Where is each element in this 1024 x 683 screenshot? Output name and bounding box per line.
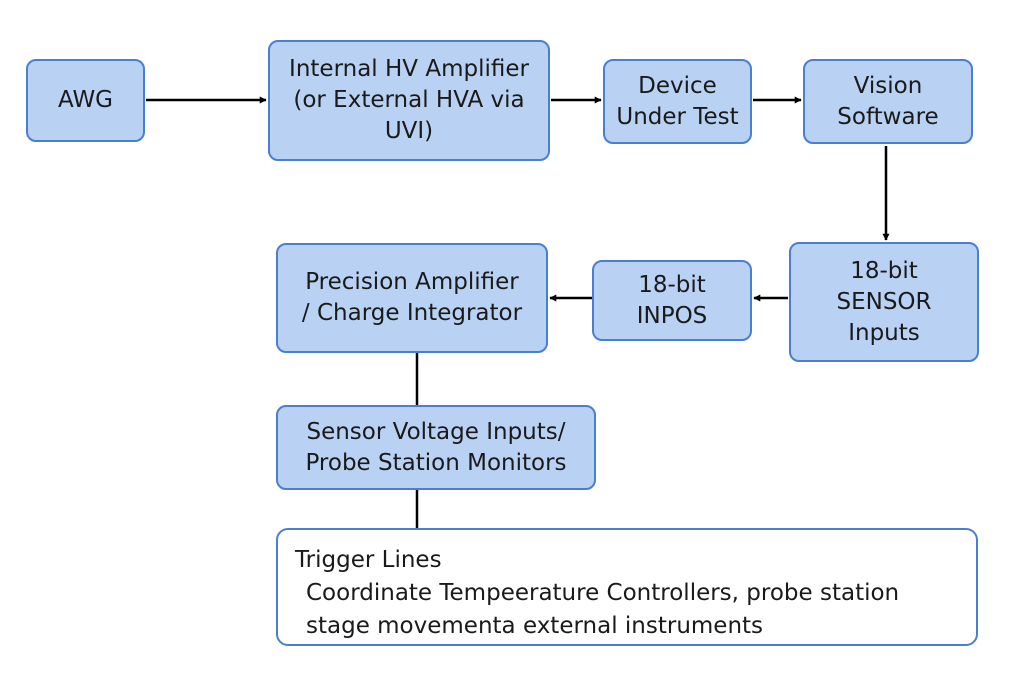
sensor-voltage-label-line-2: Probe Station Monitors — [305, 449, 567, 476]
trigger-lines-detail-line-2: stage movementa external instruments — [306, 613, 764, 639]
sensor-voltage-box: Sensor Voltage Inputs/ Probe Station Mon… — [276, 405, 596, 490]
awg-label: AWG — [57, 87, 114, 113]
device-under-test-label-line-2: Under Test — [616, 103, 739, 130]
vision-software-label-line-1: Vision — [853, 72, 923, 99]
sensor-inputs-box: 18-bit SENSOR Inputs — [789, 242, 979, 362]
vision-software-box: Vision Software — [803, 59, 973, 144]
awg-box: AWG — [26, 59, 145, 142]
sensor-inputs-label-line-2: SENSOR — [836, 288, 932, 315]
sensor-voltage-label-line-1: Sensor Voltage Inputs/ — [306, 418, 566, 445]
hv-amplifier-label-line-1: Internal HV Amplifier — [289, 56, 529, 82]
sensor-inputs-label-line-3: Inputs — [848, 319, 920, 346]
hv-amplifier-label-line-2: (or External HVA via — [293, 87, 525, 113]
device-under-test-label-line-1: Device — [638, 72, 717, 99]
inpos-box: 18-bit INPOS — [592, 260, 752, 341]
precision-amplifier-label-line-1: Precision Amplifier — [305, 269, 519, 295]
precision-amplifier-label-line-2: / Charge Integrator — [301, 300, 523, 326]
precision-amplifier-box: Precision Amplifier / Charge Integrator — [276, 243, 548, 353]
vision-software-label-line-2: Software — [837, 103, 939, 130]
trigger-lines-box: Trigger Lines Coordinate Tempeerature Co… — [276, 528, 978, 646]
trigger-lines-detail-line-1: Coordinate Tempeerature Controllers, pro… — [306, 580, 900, 606]
inpos-label-line-2: INPOS — [636, 302, 708, 329]
hv-amplifier-label-line-3: UVI) — [384, 118, 434, 144]
inpos-label-line-1: 18-bit — [638, 271, 706, 298]
trigger-lines-title: Trigger Lines — [295, 547, 442, 573]
hv-amplifier-box: Internal HV Amplifier (or External HVA v… — [268, 40, 550, 161]
sensor-inputs-label-line-1: 18-bit — [850, 257, 918, 284]
device-under-test-box: Device Under Test — [603, 59, 752, 144]
